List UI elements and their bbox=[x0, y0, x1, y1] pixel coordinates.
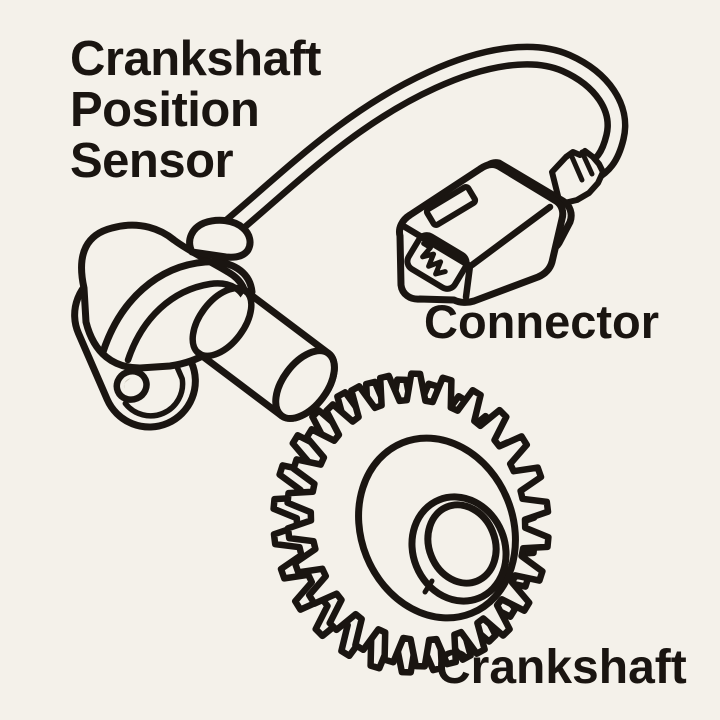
connector-strain-relief bbox=[549, 148, 606, 207]
connector-terminals bbox=[420, 240, 448, 277]
sensor-illustration bbox=[71, 221, 338, 431]
sensor-barrel bbox=[189, 284, 338, 422]
sensor-label: Crankshaft Position Sensor bbox=[70, 34, 321, 187]
connector-top-slot bbox=[423, 184, 479, 228]
flange-bolt-hole bbox=[113, 368, 150, 403]
connector-illustration bbox=[396, 148, 606, 306]
sensor-cable-boot bbox=[186, 216, 254, 261]
sensor-label-line1: Crankshaft bbox=[70, 32, 321, 86]
sensor-cable bbox=[204, 43, 629, 252]
barrel-tip bbox=[272, 347, 338, 422]
gear-center-hole bbox=[424, 501, 500, 587]
connector-label: Connector bbox=[424, 295, 659, 348]
crankshaft-label: Crankshaft bbox=[436, 641, 687, 694]
sensor-label-line2: Position bbox=[70, 83, 260, 137]
crankshaft-gear-illustration bbox=[270, 370, 552, 676]
sensor-label-line3: Sensor bbox=[70, 134, 234, 188]
connector-opening bbox=[404, 232, 470, 292]
